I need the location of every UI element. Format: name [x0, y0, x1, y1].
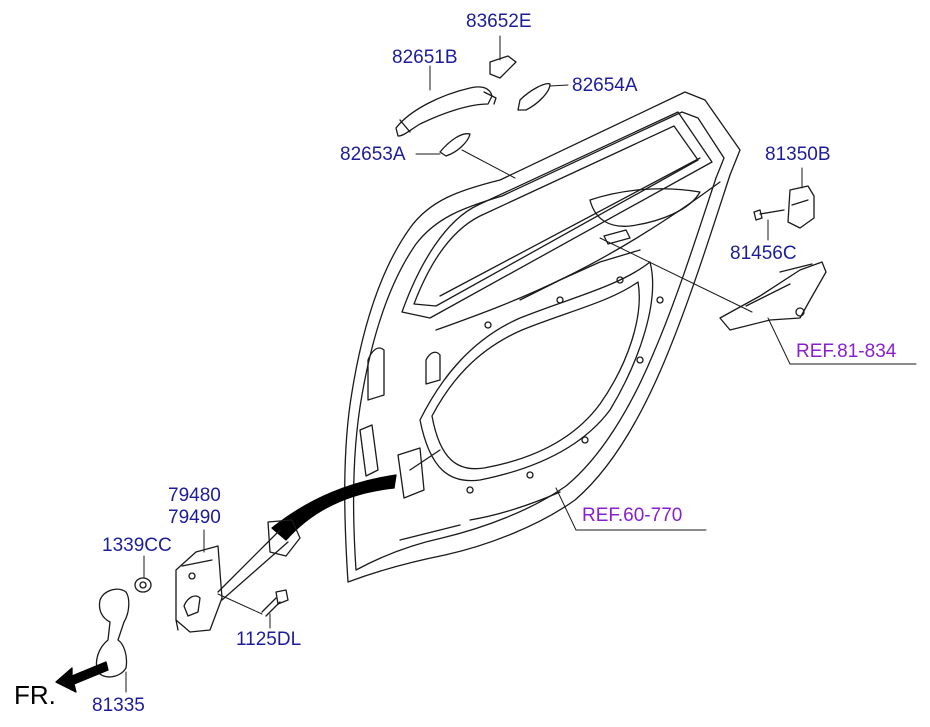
leader-lines	[125, 35, 917, 693]
label-83652e: 83652E	[466, 11, 532, 32]
nut	[134, 577, 152, 593]
door-checker	[175, 519, 301, 633]
latch-assembly	[719, 261, 827, 331]
label-82651b: 82651B	[392, 47, 458, 68]
door-panel	[344, 91, 741, 583]
front-direction-label: FR.	[14, 680, 56, 710]
label-82653a: 82653A	[340, 144, 406, 165]
bolt	[261, 589, 289, 617]
label-1125dl: 1125DL	[236, 629, 302, 650]
checker-cover	[95, 588, 130, 678]
label-79490: 79490	[168, 507, 221, 528]
label-81350b: 81350B	[765, 144, 831, 165]
fr-arrow	[55, 661, 109, 693]
label-81456c: 81456C	[730, 243, 797, 264]
label-ref-60-770: REF.60-770	[582, 505, 683, 526]
label-82654a: 82654A	[572, 75, 638, 96]
label-81335: 81335	[92, 695, 145, 716]
gasket-rear	[517, 83, 551, 111]
label-79480: 79480	[168, 485, 221, 506]
curved-arrow	[271, 474, 397, 541]
label-1339cc: 1339CC	[102, 535, 172, 556]
handle-cap	[489, 55, 517, 79]
label-ref-81-834: REF.81-834	[796, 341, 897, 362]
striker	[753, 185, 815, 229]
outside-handle	[395, 86, 497, 137]
gasket-front	[439, 133, 471, 157]
